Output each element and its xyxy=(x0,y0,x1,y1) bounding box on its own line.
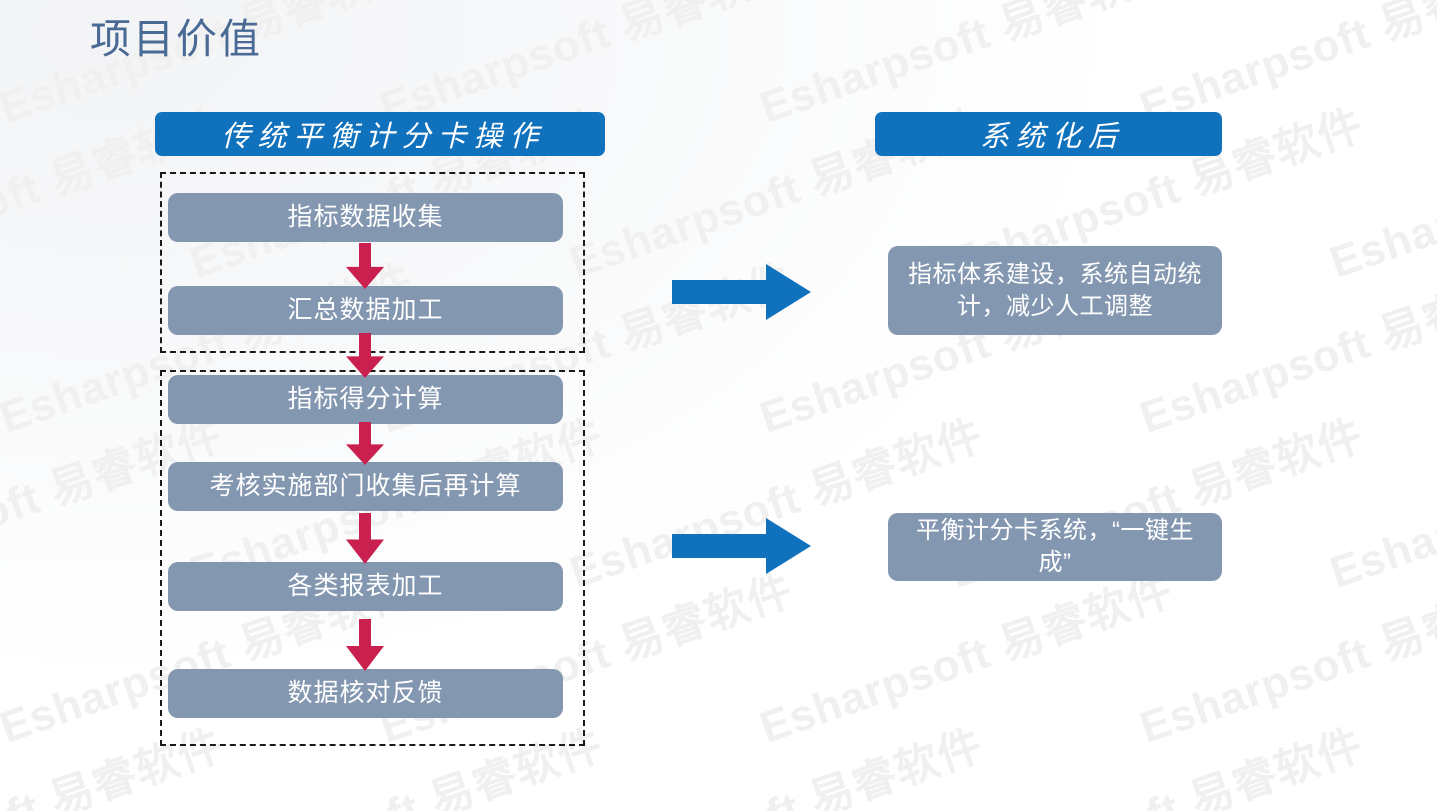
process-group-calculate xyxy=(160,370,585,746)
arrow-down-icon xyxy=(344,513,386,564)
arrow-right-icon xyxy=(672,516,812,576)
column-header-systemized: 系统化后 xyxy=(875,112,1222,156)
flow-step-box[interactable]: 指标得分计算 xyxy=(168,375,563,424)
flow-step-box[interactable]: 各类报表加工 xyxy=(168,562,563,611)
flow-step-box[interactable]: 汇总数据加工 xyxy=(168,286,563,335)
process-group-collect xyxy=(160,172,585,353)
result-box[interactable]: 平衡计分卡系统，“一键生成” xyxy=(888,513,1222,581)
arrow-down-icon xyxy=(344,333,386,378)
flow-step-box[interactable]: 指标数据收集 xyxy=(168,193,563,242)
page-title: 项目价值 xyxy=(90,16,262,62)
arrow-down-icon xyxy=(344,619,386,671)
arrow-down-icon xyxy=(344,422,386,465)
arrow-down-icon xyxy=(344,243,386,289)
column-header-traditional: 传统平衡计分卡操作 xyxy=(155,112,605,156)
result-box[interactable]: 指标体系建设，系统自动统计，减少人工调整 xyxy=(888,246,1222,335)
flow-step-box[interactable]: 考核实施部门收集后再计算 xyxy=(168,462,563,511)
arrow-right-icon xyxy=(672,262,812,322)
flow-step-box[interactable]: 数据核对反馈 xyxy=(168,669,563,718)
